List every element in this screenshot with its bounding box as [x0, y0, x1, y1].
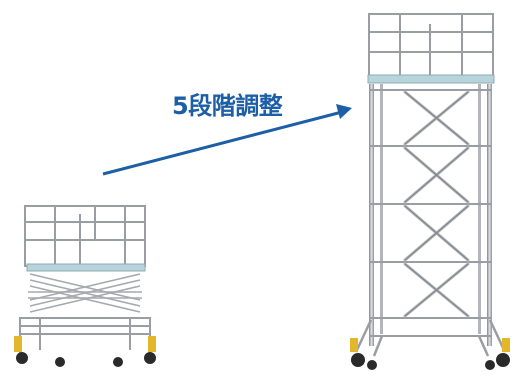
wheel-icon [350, 338, 510, 370]
scaffold-raised [354, 13, 507, 357]
arrow-icon [102, 104, 352, 176]
scaffold-lowered [19, 205, 151, 355]
height-adjust-caption: 5段階調整 [172, 92, 283, 120]
wheel-icon [14, 336, 156, 367]
